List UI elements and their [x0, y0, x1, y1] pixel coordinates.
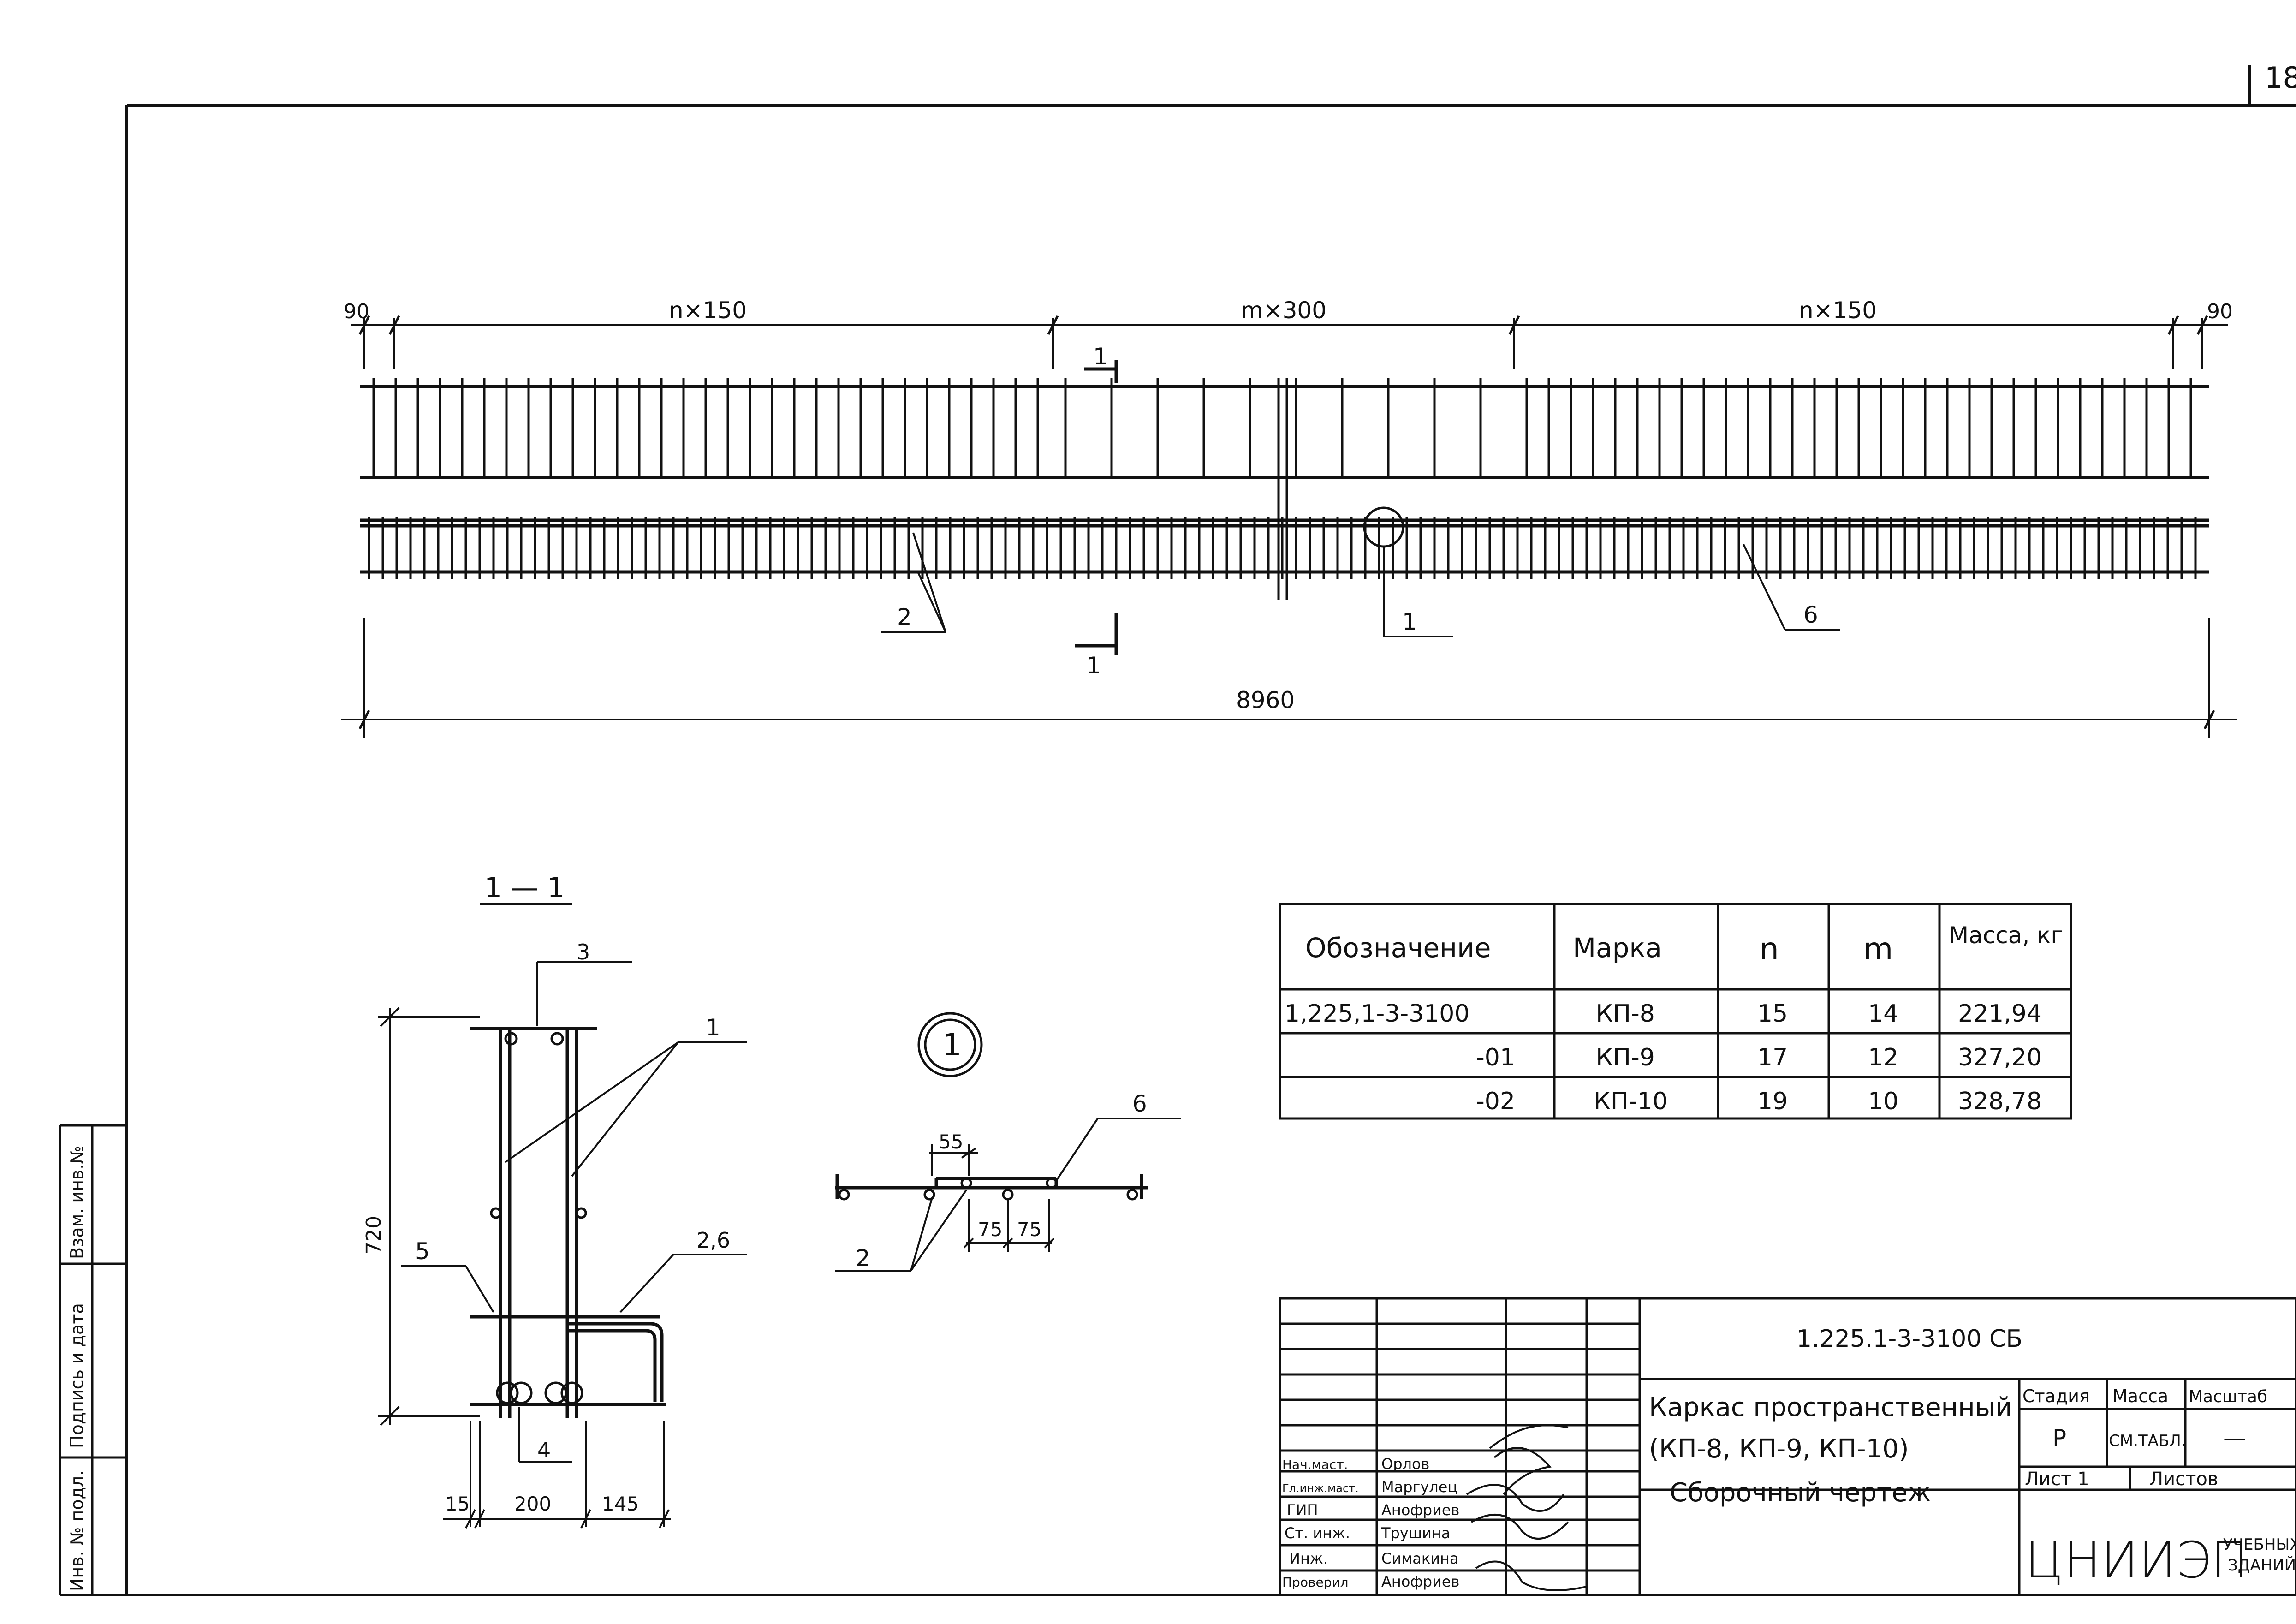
- stage-value: Р: [2052, 1425, 2066, 1451]
- mass-label: Масса: [2112, 1386, 2168, 1406]
- row2-n: 17: [1757, 1044, 1788, 1071]
- node-1-detail: 1: [835, 1012, 1181, 1272]
- doc-name-1: Каркас пространственный: [1649, 1392, 2012, 1422]
- section-pos-26: 2,6: [696, 1228, 730, 1253]
- row3-designation: -02: [1476, 1088, 1515, 1115]
- dim-left: n×150: [669, 297, 747, 324]
- row2-designation: -01: [1476, 1044, 1515, 1071]
- section-height: 720: [362, 1216, 386, 1255]
- staff-role-1: Нач.маст.: [1282, 1457, 1348, 1472]
- staff-name-4: Трушина: [1381, 1524, 1450, 1542]
- sheet-frame: [125, 65, 2296, 1596]
- section-pos-1: 1: [706, 1014, 720, 1041]
- doc-name-2: (КП-8, КП-9, КП-10): [1649, 1434, 1909, 1464]
- callout-pos-2: 2: [897, 604, 912, 631]
- section-dim-15: 15: [445, 1493, 470, 1515]
- stamp-vzam: Взам. инв.№: [67, 1146, 87, 1259]
- row2-mark: КП-9: [1596, 1044, 1655, 1071]
- scale-value: —: [2223, 1425, 2246, 1451]
- node-pos-2: 2: [856, 1245, 870, 1272]
- dimension-ticks: [358, 315, 2215, 730]
- staff-role-5: Инж.: [1289, 1550, 1328, 1567]
- sheets-label: Листов: [2149, 1469, 2218, 1490]
- elevation-view: 90 n×150 m×300 n×150 90 8960 1 1 2 1 6: [341, 297, 2237, 738]
- staff-role-4: Ст. инж.: [1285, 1524, 1350, 1542]
- staff-role-2: Гл.инж.маст.: [1282, 1482, 1359, 1495]
- th-mark: Марка: [1573, 932, 1662, 964]
- dim-total: 8960: [1236, 687, 1295, 714]
- staff-name-5: Симакина: [1381, 1550, 1459, 1567]
- org-sub1: УЧЕБНЫХ: [2223, 1535, 2296, 1554]
- doc-code: 1.225.1-3-3100 СБ: [1796, 1325, 2022, 1353]
- dim-middle: m×300: [1241, 297, 1326, 324]
- side-stamp: Инв. № подл. Подпись и дата Взам. инв.№: [59, 1124, 127, 1596]
- staff-list: Нач.маст. Орлов Гл.инж.маст. Маргулец ГИ…: [1282, 1455, 1459, 1590]
- staff-name-2: Маргулец: [1381, 1478, 1457, 1496]
- section-cut-marks: [1075, 360, 1118, 655]
- mass-value: СМ.ТАБЛ.: [2109, 1432, 2186, 1450]
- node-pos-6: 6: [1132, 1090, 1147, 1117]
- stamp-podpis: Подпись и дата: [67, 1303, 87, 1448]
- org-sub2: ЗДАНИЙ: [2228, 1556, 2296, 1575]
- row2-mass: 327,20: [1958, 1044, 2042, 1071]
- row1-designation: 1,225,1-3-3100: [1285, 1000, 1469, 1028]
- staff-name-6: Анофриев: [1381, 1573, 1459, 1590]
- th-m: m: [1863, 931, 1893, 967]
- rebar-stirrups: [368, 378, 2197, 579]
- staff-name-3: Анофриев: [1381, 1501, 1459, 1519]
- row3-mass: 328,78: [1958, 1088, 2042, 1115]
- doc-name-3: Сборочный чертеж: [1670, 1478, 1931, 1508]
- section-mark-bottom: 1: [1086, 652, 1101, 679]
- row3-n: 19: [1757, 1088, 1788, 1115]
- org-main: ЦНИИЭП: [2025, 1532, 2248, 1589]
- callout-pos-6: 6: [1803, 601, 1818, 628]
- th-designation: Обозначение: [1305, 932, 1491, 964]
- rebar-longitudinal: [360, 385, 2209, 574]
- section-dim-145: 145: [602, 1493, 639, 1515]
- row1-m: 14: [1868, 1000, 1898, 1028]
- section-pos-4: 4: [537, 1438, 551, 1463]
- sheet-label: Лист 1: [2025, 1469, 2089, 1490]
- dim-end-left: 90: [344, 300, 369, 323]
- th-mass: Масса, кг: [1949, 922, 2063, 949]
- section-dimensions: [378, 1007, 671, 1529]
- section-pos-3: 3: [577, 940, 590, 964]
- row1-mass: 221,94: [1958, 1000, 2042, 1028]
- node-dim-55: 55: [939, 1130, 963, 1153]
- th-n: n: [1760, 931, 1779, 967]
- scale-label: Масштаб: [2189, 1387, 2267, 1406]
- section-mark-top: 1: [1093, 343, 1108, 370]
- dim-end-right: 90: [2207, 300, 2233, 323]
- staff-role-6: Проверил: [1282, 1575, 1349, 1590]
- spec-table: Обозначение Марка n m Масса, кг 1,225,1-…: [1279, 903, 2072, 1120]
- section-pos-5: 5: [415, 1238, 430, 1265]
- signatures: [1466, 1424, 1587, 1591]
- node-dim-75b: 75: [1017, 1218, 1041, 1241]
- staff-role-3: ГИП: [1287, 1501, 1318, 1519]
- stamp-inv-podl: Инв. № подл.: [67, 1470, 87, 1591]
- dimension-lines: [341, 318, 2237, 738]
- node-label: 1: [942, 1027, 962, 1063]
- callout-leaders: [881, 532, 1840, 637]
- row1-n: 15: [1757, 1000, 1788, 1028]
- row1-mark: КП-8: [1596, 1000, 1655, 1028]
- row3-m: 10: [1868, 1088, 1898, 1115]
- section-leaders: [401, 961, 747, 1463]
- callout-pos-1: 1: [1402, 608, 1417, 635]
- section-dim-200: 200: [514, 1493, 551, 1515]
- staff-name-1: Орлов: [1381, 1455, 1429, 1473]
- dim-right: n×150: [1799, 297, 1877, 324]
- section-1-1: 1 — 1: [362, 872, 747, 1529]
- section-title: 1 — 1: [484, 872, 565, 904]
- row3-mark: КП-10: [1594, 1088, 1668, 1115]
- break-line: [1277, 378, 1288, 600]
- row2-m: 12: [1868, 1044, 1898, 1071]
- stage-label: Стадия: [2022, 1386, 2090, 1406]
- title-block: 1.225.1-3-3100 СБ Каркас пространственны…: [1279, 1297, 2296, 1596]
- node-dim-75a: 75: [978, 1218, 1002, 1241]
- sheet-number: 18: [2265, 61, 2296, 95]
